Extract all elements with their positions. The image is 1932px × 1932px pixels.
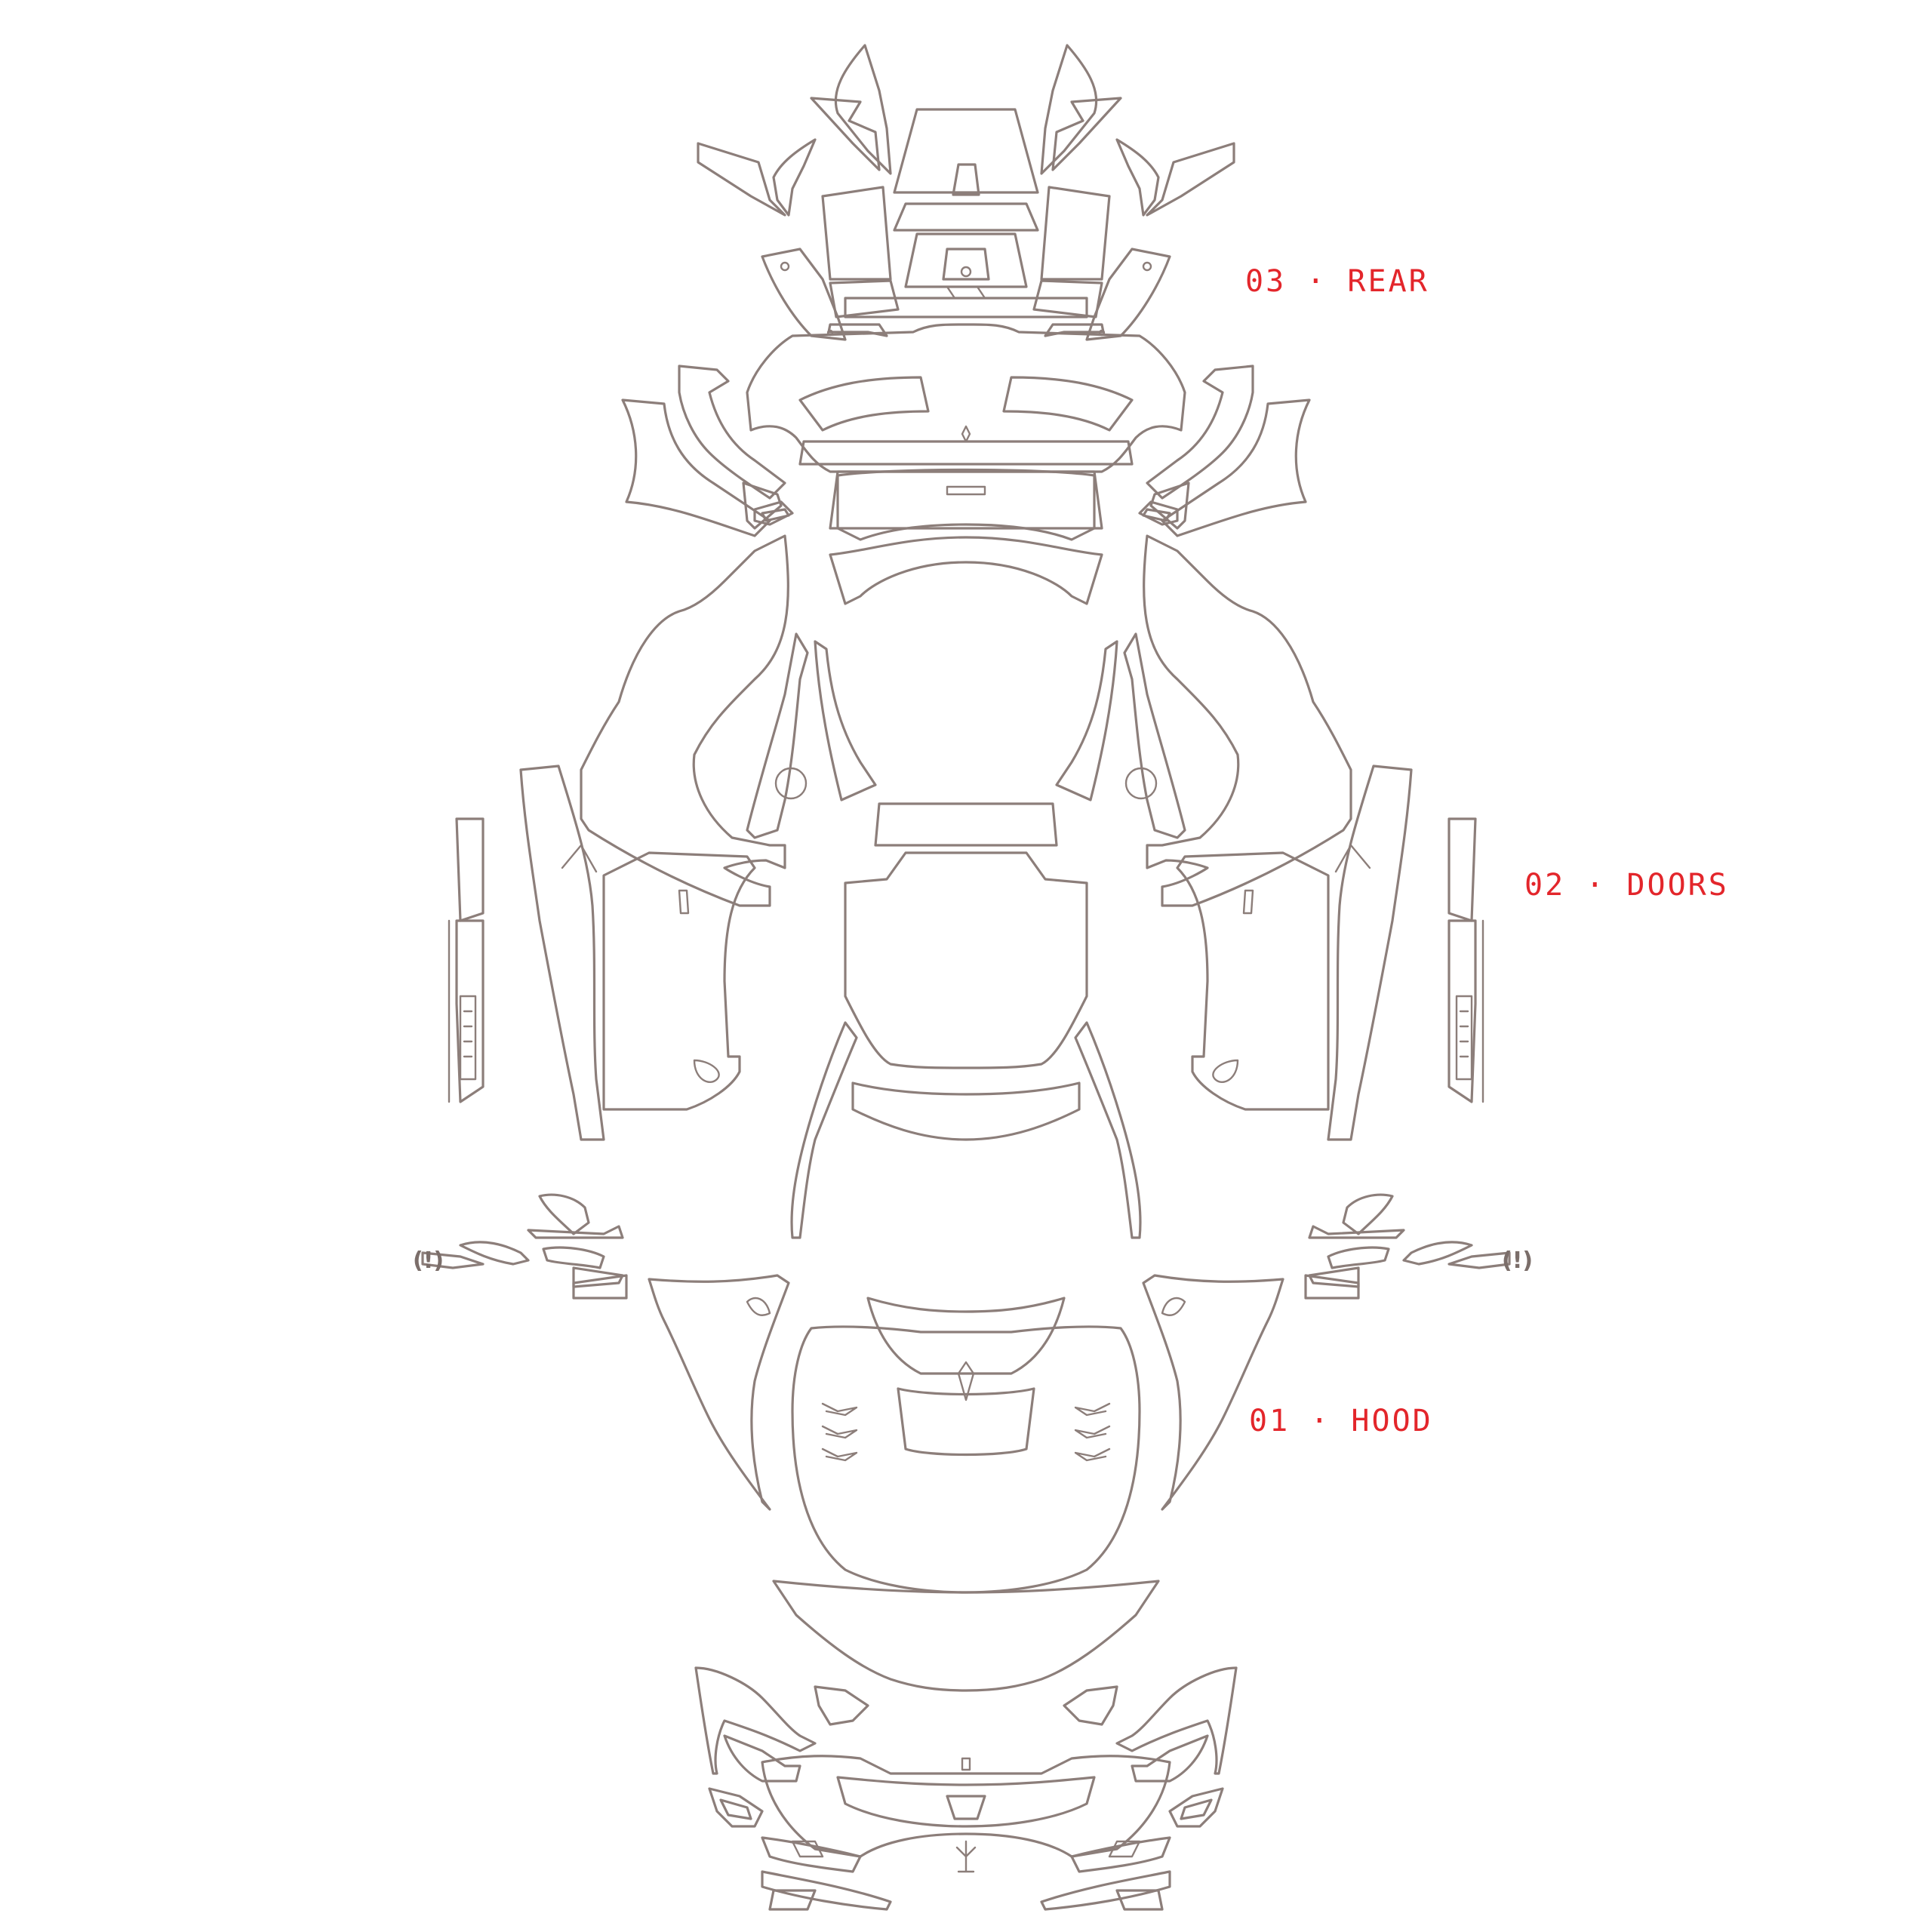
rear-license-badge	[960, 266, 972, 278]
rear-badge-plate	[946, 485, 986, 496]
rear-spoiler-center	[798, 376, 930, 432]
rear-diffuser-top	[844, 297, 1088, 318]
roof-panel	[844, 851, 1088, 1069]
roof-strip	[874, 802, 1058, 847]
rear-trim-strip	[893, 202, 1039, 232]
hood-bulge	[897, 1387, 1035, 1457]
rear-diffuser-tabs	[946, 285, 986, 300]
front-trident-logo	[955, 1840, 977, 1873]
front-sensor-box	[961, 1757, 971, 1771]
rear-spoiler-center-right	[1002, 376, 1134, 432]
front-bumper-upper	[772, 1580, 1160, 1692]
hood-emblem	[957, 1361, 975, 1401]
rear-lamp-bar	[798, 440, 1134, 466]
front-bumper-grille	[761, 1755, 1171, 1858]
section-label-rear: 03 · REAR	[1245, 264, 1429, 299]
front-logo-badge	[946, 1795, 986, 1820]
section-label-doors: 02 · DOORS	[1524, 868, 1729, 903]
warning-mark-right: (!)	[1502, 1247, 1534, 1274]
hood-panel	[791, 1325, 1141, 1594]
rear-license-plate	[904, 232, 1028, 288]
rear-bumper-lower	[836, 468, 1096, 541]
rear-screen-cover	[893, 108, 1039, 194]
rear-camera-cutout	[952, 163, 980, 196]
rear-diffuser-lower	[829, 536, 1103, 605]
rear-bumper-mid	[829, 470, 1103, 530]
hood-scoop	[866, 1297, 1066, 1375]
warning-mark-left: (!)	[413, 1247, 445, 1274]
rear-bumper-upper	[746, 323, 1186, 473]
rear-emblem	[961, 425, 971, 443]
windshield-band	[851, 1081, 1081, 1141]
section-label-hood: 01 · HOOD	[1249, 1404, 1433, 1438]
front-grille-inner	[836, 1776, 1096, 1828]
rear-license-cutout	[942, 248, 990, 281]
